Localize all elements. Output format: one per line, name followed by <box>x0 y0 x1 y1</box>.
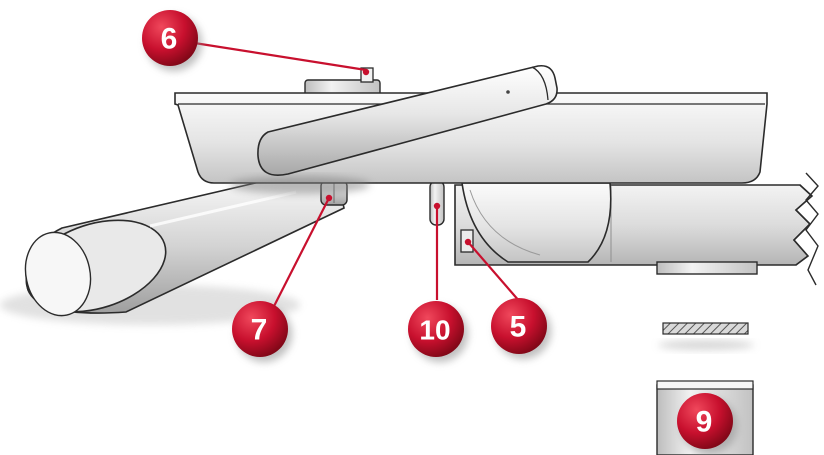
leader-line-7 <box>267 197 330 319</box>
leader-dot-7 <box>325 194 333 202</box>
leader-dot-10 <box>433 202 441 210</box>
callout-label-9: 9 <box>696 406 713 439</box>
leader-dot-6 <box>362 68 370 76</box>
leader-dot-5 <box>464 238 472 246</box>
callout-5: 5 <box>491 298 551 359</box>
bar-clamp-block <box>656 261 758 275</box>
leader-line-5 <box>467 241 521 303</box>
diagonal-handle <box>230 64 558 194</box>
callout-6: 6 <box>142 10 202 71</box>
callout-7: 7 <box>232 301 292 362</box>
callout-label-7: 7 <box>251 314 268 347</box>
callout-label-5: 5 <box>510 311 527 344</box>
hatched-washer <box>658 322 754 350</box>
curved-housing <box>461 182 612 263</box>
callout-label-10: 10 <box>419 315 450 346</box>
callout-label-6: 6 <box>161 23 178 56</box>
leader-lines <box>187 40 521 319</box>
lower-arm <box>0 179 345 325</box>
leader-line-6 <box>187 40 367 72</box>
callout-10: 10 <box>408 301 468 362</box>
callout-9: 9 <box>677 393 737 454</box>
